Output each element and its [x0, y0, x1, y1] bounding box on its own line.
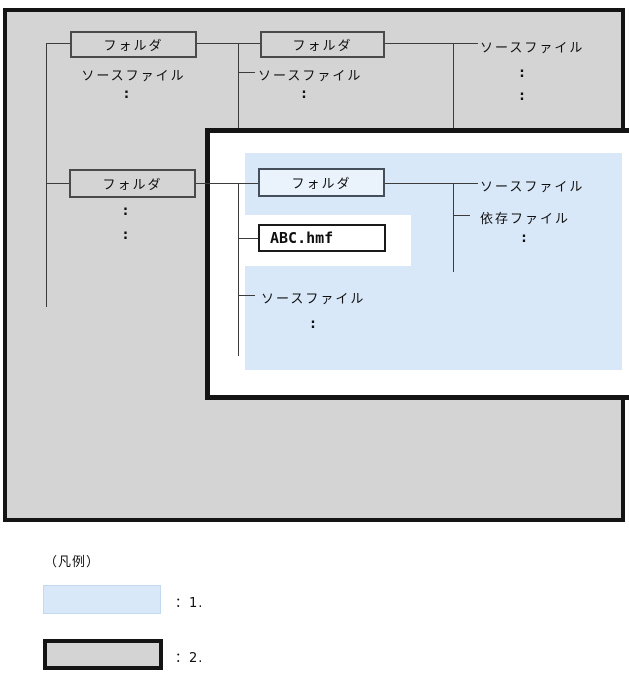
connector-line: [385, 183, 478, 184]
connector-line-tick: [238, 72, 255, 73]
connector-line-trunk: [238, 43, 239, 128]
abc-hmf-file-box: ABC.hmf: [258, 224, 386, 252]
ellipsis-colon: :: [519, 89, 525, 104]
connector-line-tick: [238, 295, 255, 296]
ellipsis-colon: :: [310, 317, 316, 332]
legend-swatch-gray-bordered: [43, 639, 163, 670]
connector-line-root-trunk: [46, 43, 47, 307]
connector-line-trunk: [238, 183, 239, 356]
connector-line: [197, 43, 260, 44]
connector-line-trunk: [453, 43, 454, 128]
connector-line-tick: [238, 238, 258, 239]
connector-line-trunk: [453, 183, 454, 272]
ellipsis-colon: :: [123, 87, 130, 102]
connector-line-tick: [453, 215, 470, 216]
dependency-file-label: 依存ファイル: [480, 212, 571, 227]
legend-item-label-1: ：1.: [175, 596, 204, 611]
legend-title: （凡例）: [44, 555, 101, 570]
legend-item-label-2: ：2.: [175, 651, 204, 666]
legend-swatch-highlight-blue: [43, 585, 161, 614]
source-file-label-col1: ソースファイル: [81, 69, 186, 84]
source-file-label-col3: ソースファイル: [480, 41, 585, 56]
folder-box-top-left: フォルダ: [70, 31, 197, 58]
ellipsis-colon: :: [301, 87, 307, 102]
source-file-label-inner-bottom: ソースファイル: [261, 292, 366, 307]
folder-box-bottom-left: フォルダ: [69, 169, 196, 198]
ellipsis-colon: :: [519, 66, 525, 81]
connector-line: [385, 43, 478, 44]
ellipsis-colon: :: [521, 231, 527, 246]
connector-line: [46, 43, 71, 44]
connector-line: [196, 183, 258, 184]
folder-box-highlighted: フォルダ: [258, 168, 385, 197]
source-file-label-highlighted: ソースファイル: [480, 180, 585, 195]
folder-box-top-middle: フォルダ: [260, 31, 385, 58]
connector-line: [46, 183, 70, 184]
source-file-label-col2: ソースファイル: [258, 69, 363, 84]
ellipsis-colon: :: [122, 228, 129, 243]
ellipsis-colon: :: [122, 204, 129, 219]
